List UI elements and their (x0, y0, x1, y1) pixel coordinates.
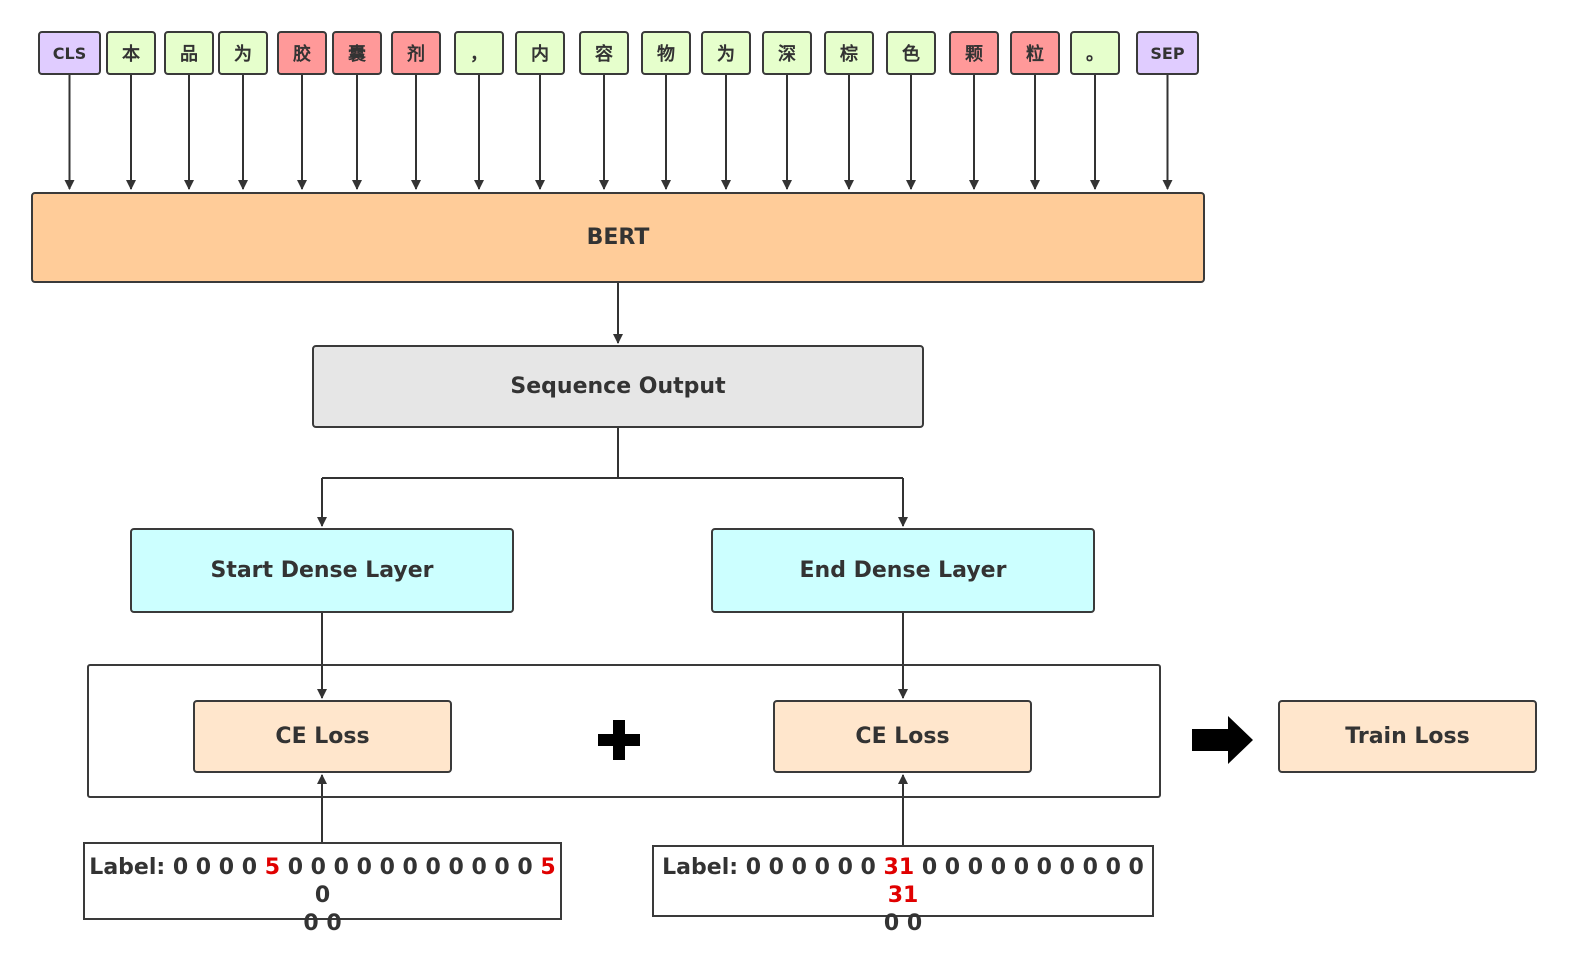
label-highlight-value: 5 (264, 855, 281, 880)
end-label-line2: 0 0 (883, 911, 923, 936)
sequence-output-label: Sequence Output (510, 374, 726, 399)
token-text: 深 (778, 44, 796, 65)
plus-icon (598, 720, 640, 760)
token-3: 为 (218, 31, 268, 75)
label-highlight-value: 31 (883, 855, 915, 880)
label-values: 0 0 0 0 (172, 855, 258, 880)
token-text: 物 (657, 44, 675, 65)
token-text: 棕 (840, 44, 858, 65)
sequence-split-connector (322, 428, 903, 479)
train-loss-node: Train Loss (1278, 700, 1537, 773)
label-highlight-value: 31 (887, 883, 919, 908)
token-15: 颗 (949, 31, 999, 75)
token-13: 棕 (824, 31, 874, 75)
token-7: ， (454, 31, 504, 75)
token-17: 。 (1070, 31, 1120, 75)
start-dense-layer-node: Start Dense Layer (130, 528, 514, 613)
token-text: 本 (122, 44, 140, 65)
start-dense-label: Start Dense Layer (210, 558, 434, 583)
token-text: 剂 (407, 44, 425, 65)
label-values: 0 0 0 0 0 0 (745, 855, 876, 880)
label-prefix: Label: (89, 855, 166, 880)
label-highlight-value: 5 (540, 855, 556, 880)
token-0: CLS (38, 31, 101, 75)
token-16: 粒 (1010, 31, 1060, 75)
bert-node: BERT (31, 192, 1205, 283)
label-prefix: Label: (662, 855, 739, 880)
token-text: 胶 (293, 44, 311, 65)
token-12: 深 (762, 31, 812, 75)
token-text: 容 (595, 44, 613, 65)
end-ce-loss-node: CE Loss (773, 700, 1032, 773)
token-6: 剂 (391, 31, 441, 75)
end-label-box: Label: 0 0 0 0 0 0 31 0 0 0 0 0 0 0 0 0 … (652, 845, 1154, 936)
token-text: SEP (1150, 43, 1185, 63)
token-5: 囊 (332, 31, 382, 75)
start-label-line1: Label: 0 0 0 0 5 0 0 0 0 0 0 0 0 0 0 0 5… (85, 854, 560, 910)
token-14: 色 (886, 31, 936, 75)
end-ce-loss-label: CE Loss (855, 724, 950, 749)
label-values: 0 0 0 0 0 0 0 0 0 0 (921, 855, 1144, 880)
bert-label: BERT (586, 225, 650, 250)
token-4: 胶 (277, 31, 327, 75)
token-8: 内 (515, 31, 565, 75)
token-9: 容 (579, 31, 629, 75)
big-right-arrow-icon (1192, 716, 1253, 764)
token-11: 为 (701, 31, 751, 75)
token-text: 品 (180, 44, 198, 65)
label-values: 0 0 0 0 0 0 0 0 0 0 0 (287, 855, 533, 880)
token-text: 颗 (965, 44, 983, 65)
token-text: 内 (531, 44, 549, 65)
token-text: 。 (1086, 44, 1104, 65)
start-label-line2: 0 0 (303, 911, 342, 936)
token-10: 物 (641, 31, 691, 75)
train-loss-label: Train Loss (1345, 724, 1470, 749)
label-values: 0 (314, 883, 331, 908)
sequence-output-node: Sequence Output (312, 345, 924, 428)
token-text: ， (470, 44, 488, 65)
token-text: 为 (234, 44, 252, 65)
start-ce-loss-node: CE Loss (193, 700, 452, 773)
end-label-line1: Label: 0 0 0 0 0 0 31 0 0 0 0 0 0 0 0 0 … (654, 854, 1152, 910)
token-text: 为 (717, 44, 735, 65)
end-dense-layer-node: End Dense Layer (711, 528, 1095, 613)
token-2: 品 (164, 31, 214, 75)
token-text: CLS (52, 43, 87, 63)
token-text: 囊 (348, 44, 366, 65)
start-label-box: Label: 0 0 0 0 5 0 0 0 0 0 0 0 0 0 0 0 5… (83, 842, 562, 936)
token-18: SEP (1136, 31, 1199, 75)
token-1: 本 (106, 31, 156, 75)
start-ce-loss-label: CE Loss (275, 724, 370, 749)
end-dense-label: End Dense Layer (799, 558, 1007, 583)
token-text: 色 (902, 44, 920, 65)
loss-group-frame (87, 664, 1161, 798)
token-text: 粒 (1026, 44, 1044, 65)
